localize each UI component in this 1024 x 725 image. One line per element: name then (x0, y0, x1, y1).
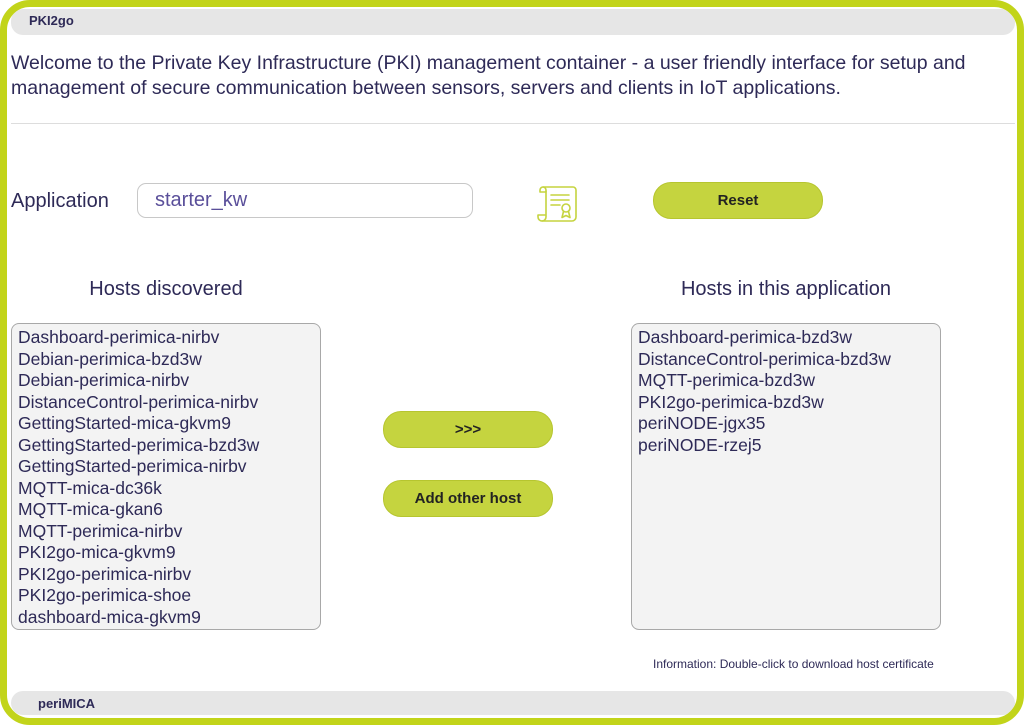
footer-brand: periMICA (38, 696, 96, 711)
list-item[interactable]: GettingStarted-mica-gkvm9 (18, 413, 231, 433)
list-item[interactable]: MQTT-perimica-bzd3w (638, 370, 815, 390)
list-item[interactable]: MQTT-mica-gkan6 (18, 499, 163, 519)
application-label: Application (11, 190, 109, 212)
certificate-icon[interactable] (535, 181, 583, 225)
list-item[interactable]: Dashboard-perimica-bzd3w (638, 327, 852, 347)
list-item[interactable]: MQTT-perimica-nirbv (18, 520, 183, 541)
list-item[interactable]: Debian-perimica-bzd3w (18, 348, 202, 369)
hosts-discovered-title: Hosts discovered (89, 278, 243, 300)
list-item[interactable]: Dashboard-perimica-nirbv (18, 327, 220, 347)
list-item[interactable]: Debian-perimica-nirbv (18, 370, 190, 390)
hosts-in-application-list[interactable]: Dashboard-perimica-bzd3w DistanceControl… (631, 323, 941, 630)
top-bar: PKI2go (11, 9, 1015, 35)
footer-bar: periMICA (11, 691, 1015, 715)
list-item[interactable]: PKI2go-perimica-nirbv (18, 563, 192, 584)
list-item[interactable]: periNODE-rzej5 (638, 434, 762, 455)
welcome-text: Welcome to the Private Key Infrastructur… (11, 52, 966, 99)
move-hosts-button[interactable]: >>> (383, 411, 553, 448)
hosts-discovered-list[interactable]: Dashboard-perimica-nirbv Debian-perimica… (11, 323, 321, 630)
list-item[interactable]: MQTT-mica-dc36k (18, 477, 162, 498)
list-item[interactable]: dashboard-mica-gkvm9 (18, 606, 201, 627)
list-item[interactable]: PKI2go-perimica-shoe (18, 585, 192, 605)
list-item[interactable]: periNODE-jgx35 (638, 413, 766, 433)
application-input[interactable] (137, 183, 473, 218)
brand-title: PKI2go (29, 13, 74, 28)
list-item[interactable]: GettingStarted-perimica-bzd3w (18, 434, 260, 455)
reset-button[interactable]: Reset (653, 182, 823, 219)
list-item[interactable]: PKI2go-perimica-bzd3w (638, 391, 824, 412)
hosts-in-application-title: Hosts in this application (680, 278, 892, 300)
divider (11, 123, 1015, 124)
add-other-host-button[interactable]: Add other host (383, 480, 553, 517)
list-item[interactable]: PKI2go-mica-gkvm9 (18, 542, 176, 562)
list-item[interactable]: DistanceControl-perimica-nirbv (18, 391, 259, 412)
info-text: Information: Double-click to download ho… (653, 657, 934, 671)
list-item[interactable]: GettingStarted-perimica-nirbv (18, 456, 247, 476)
list-item[interactable]: DistanceControl-perimica-bzd3w (638, 348, 891, 369)
